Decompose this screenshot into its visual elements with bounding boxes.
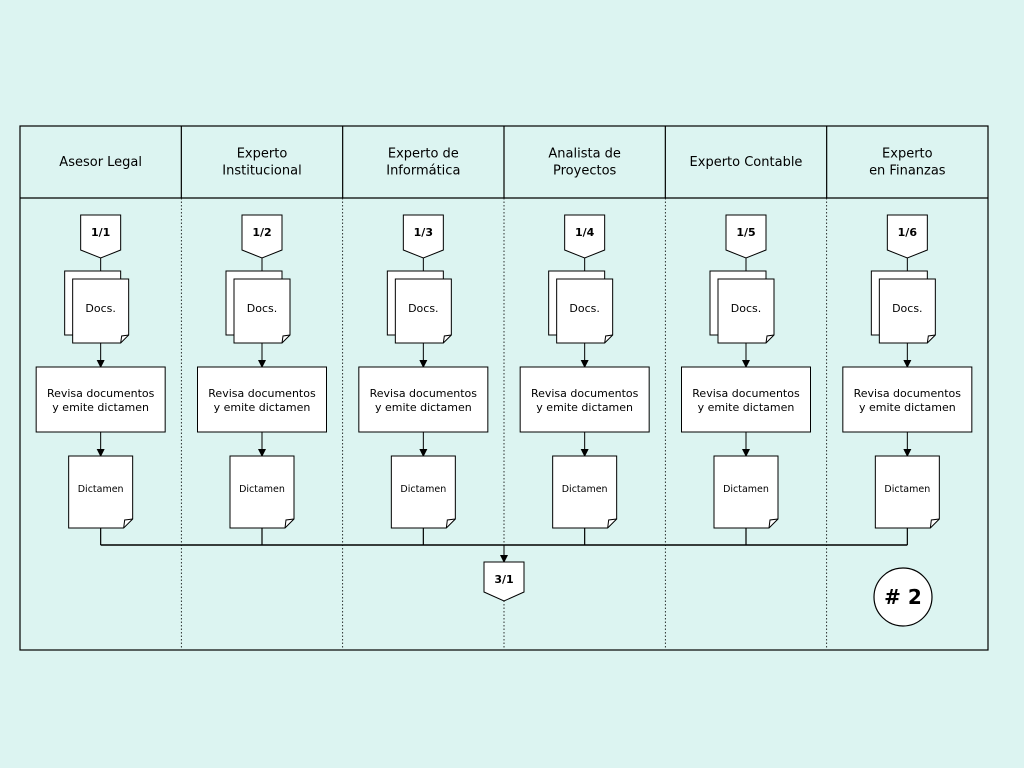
document-sheet-front	[72, 278, 130, 344]
connector-label: 1/4	[575, 226, 595, 239]
connector-label: 1/1	[91, 226, 110, 239]
docs-label: Docs.	[247, 302, 277, 315]
offpage-connector	[886, 214, 928, 259]
process-label: y emite dictamen	[698, 401, 795, 414]
docs-label: Docs.	[892, 302, 922, 315]
document-sheet-front	[233, 278, 291, 344]
process-label: Revisa documentos	[692, 387, 800, 400]
document-sheet-front	[556, 278, 614, 344]
docs-label: Docs.	[731, 302, 761, 315]
output-document	[874, 455, 940, 529]
process-label: Revisa documentos	[531, 387, 639, 400]
process-label: y emite dictamen	[52, 401, 149, 414]
lane-header-title: en Finanzas	[869, 164, 946, 179]
lane-header-title: Experto	[237, 147, 288, 162]
docs-label: Docs.	[85, 302, 115, 315]
merge-connector-label: 3/1	[494, 573, 513, 586]
output-document	[229, 455, 295, 529]
lane-header-title: Proyectos	[553, 164, 617, 179]
document-fold	[607, 518, 617, 529]
output-label: Dictamen	[239, 484, 285, 495]
output-label: Dictamen	[400, 484, 446, 495]
document-fold	[120, 334, 129, 344]
process-label: Revisa documentos	[47, 387, 155, 400]
process-label: Revisa documentos	[208, 387, 316, 400]
process-label: y emite dictamen	[375, 401, 472, 414]
connector-label: 1/5	[736, 226, 755, 239]
connector-label: 1/2	[252, 226, 271, 239]
process-box	[842, 366, 973, 433]
offpage-connector-merge	[483, 561, 525, 602]
offpage-connector	[725, 214, 767, 259]
process-box	[197, 366, 327, 433]
lane-header-title: Asesor Legal	[59, 155, 142, 170]
lane-header-title: Experto de	[388, 147, 459, 162]
process-label: Revisa documentos	[370, 387, 478, 400]
process-box	[358, 366, 489, 433]
document-sheet-front	[394, 278, 452, 344]
offpage-connector	[402, 214, 444, 259]
output-label: Dictamen	[884, 484, 930, 495]
output-document	[68, 455, 134, 529]
page-number-badge	[873, 567, 933, 627]
process-label: y emite dictamen	[859, 401, 956, 414]
document-fold	[926, 334, 936, 344]
output-label: Dictamen	[562, 484, 608, 495]
document-fold	[768, 518, 779, 529]
document-fold	[284, 518, 295, 529]
output-label: Dictamen	[78, 484, 124, 495]
document-sheet-front	[717, 278, 775, 344]
process-label: Revisa documentos	[854, 387, 962, 400]
output-document	[552, 455, 618, 529]
docs-label: Docs.	[408, 302, 438, 315]
connector-label: 1/3	[414, 226, 433, 239]
connector-label: 1/6	[898, 226, 918, 239]
document-fold	[929, 518, 940, 529]
lane-header-title: Experto	[882, 147, 933, 162]
document-sheet-front	[878, 278, 936, 344]
output-document	[713, 455, 779, 529]
offpage-connector	[241, 214, 283, 259]
process-label: y emite dictamen	[536, 401, 633, 414]
offpage-connector	[80, 214, 122, 259]
output-label: Dictamen	[723, 484, 769, 495]
lane-header-title: Informática	[386, 164, 460, 179]
process-box	[681, 366, 811, 433]
document-fold	[445, 518, 456, 529]
process-label: y emite dictamen	[214, 401, 311, 414]
output-document	[390, 455, 456, 529]
document-fold	[123, 518, 133, 529]
offpage-connector	[564, 214, 606, 259]
docs-label: Docs.	[569, 302, 599, 315]
document-fold	[604, 334, 613, 344]
lane-header-title: Experto Contable	[690, 155, 803, 170]
lane-header-title: Analista de	[548, 147, 621, 162]
page-number-label: # 2	[884, 585, 922, 609]
document-fold	[442, 334, 452, 344]
document-fold	[281, 334, 291, 344]
lane-header-title: Institucional	[222, 164, 301, 179]
document-fold	[765, 334, 775, 344]
